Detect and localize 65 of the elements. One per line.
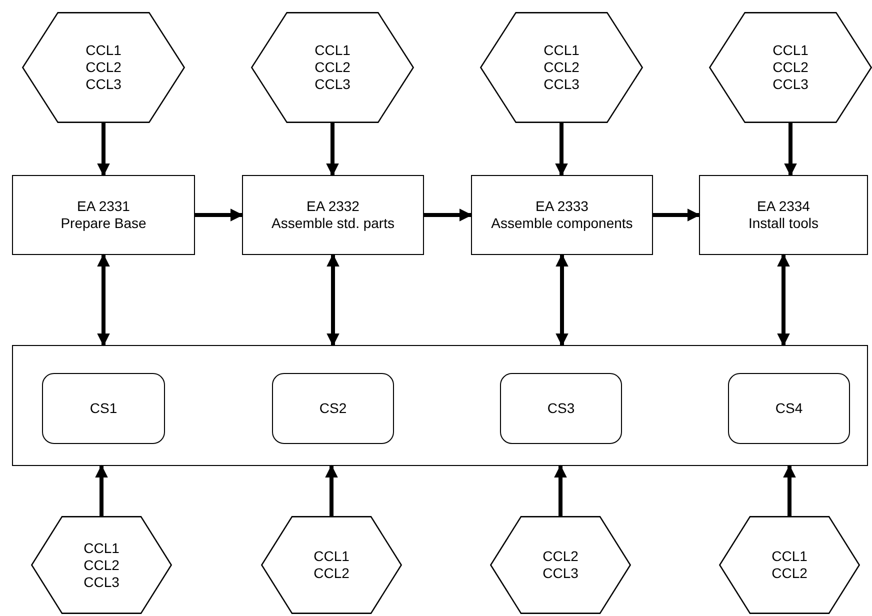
node-text: Install tools bbox=[748, 215, 819, 232]
node-text: CCL3 bbox=[772, 76, 808, 93]
arrow bbox=[556, 254, 568, 346]
process-box bbox=[242, 175, 424, 255]
node-text: CCL3 bbox=[314, 76, 350, 93]
arrow bbox=[326, 123, 339, 176]
rounded-box bbox=[42, 373, 165, 444]
arrow bbox=[555, 123, 568, 176]
node-text: CCL3 bbox=[544, 76, 580, 93]
arrow bbox=[95, 464, 108, 516]
arrow bbox=[97, 254, 110, 346]
node-text: EA 2333 bbox=[536, 198, 588, 215]
process-box bbox=[471, 175, 653, 255]
arrow bbox=[784, 123, 797, 176]
node-text: CCL2 bbox=[84, 556, 120, 574]
process-box bbox=[12, 175, 195, 255]
node-text: CS4 bbox=[775, 400, 803, 417]
node-text: Assemble components bbox=[491, 215, 633, 232]
arrow bbox=[554, 464, 567, 516]
hexagon bbox=[719, 516, 860, 614]
node-text: CCL3 bbox=[542, 565, 578, 582]
node-text: CCL2 bbox=[542, 548, 578, 565]
arrow bbox=[195, 208, 244, 222]
hexagon bbox=[31, 516, 172, 614]
node-text: EA 2332 bbox=[306, 198, 360, 215]
node-text: EA 2331 bbox=[77, 198, 130, 215]
rounded-box bbox=[272, 373, 394, 444]
hexagon bbox=[251, 12, 414, 123]
node-text: CCL1 bbox=[84, 540, 120, 556]
arrow bbox=[653, 208, 700, 222]
node-text: CCL1 bbox=[772, 548, 808, 565]
hexagon bbox=[261, 516, 402, 614]
node-text: CCL1 bbox=[314, 548, 350, 565]
arrow bbox=[424, 208, 472, 222]
node-text: CCL2 bbox=[314, 59, 350, 76]
node-text: CCL3 bbox=[84, 574, 120, 590]
node-text: CCL2 bbox=[314, 565, 350, 582]
node-text: CS1 bbox=[90, 400, 118, 417]
container-box bbox=[12, 345, 868, 466]
hexagon bbox=[480, 12, 643, 123]
hexagon bbox=[709, 12, 872, 123]
node-text: CCL2 bbox=[772, 59, 808, 76]
rounded-box bbox=[500, 373, 622, 444]
node-text: EA 2334 bbox=[757, 198, 810, 215]
node-text: CS2 bbox=[319, 400, 347, 417]
node-text: CCL1 bbox=[772, 42, 808, 59]
node-text: CCL1 bbox=[314, 42, 350, 59]
node-text: Assemble std. parts bbox=[272, 215, 394, 232]
arrow bbox=[97, 123, 110, 176]
hexagon bbox=[490, 516, 631, 614]
arrow bbox=[326, 254, 340, 346]
node-text: CCL2 bbox=[86, 59, 122, 76]
rounded-box bbox=[728, 373, 850, 444]
node-text: CCL2 bbox=[772, 565, 808, 582]
node-text: CCL1 bbox=[544, 42, 580, 59]
arrow bbox=[777, 254, 790, 346]
node-text: CCL2 bbox=[544, 59, 580, 76]
hexagon bbox=[22, 12, 185, 123]
node-text: CCL3 bbox=[86, 76, 122, 93]
node-text: CS3 bbox=[547, 400, 575, 417]
node-text: CCL1 bbox=[86, 42, 122, 59]
arrow bbox=[783, 464, 796, 516]
process-box bbox=[699, 175, 868, 255]
arrow bbox=[325, 464, 338, 516]
node-text: Prepare Base bbox=[60, 215, 146, 232]
